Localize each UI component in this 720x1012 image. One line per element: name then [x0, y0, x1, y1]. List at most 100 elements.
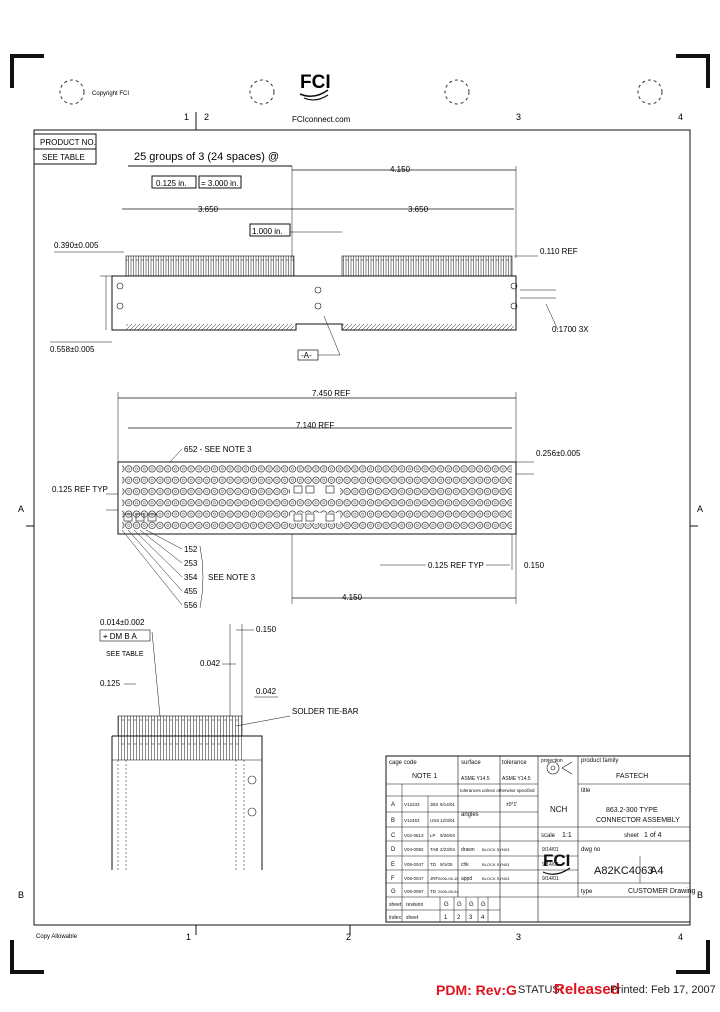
svg-text:9/14/01: 9/14/01 [542, 862, 559, 868]
svg-text:JBS: JBS [430, 802, 438, 807]
svg-text:1:1: 1:1 [562, 832, 572, 839]
see-table-note: SEE TABLE [106, 651, 144, 658]
svg-text:TAB: TAB [430, 847, 438, 852]
callout-152: 152 [184, 545, 198, 554]
dim-0150-plan: 0.150 [524, 561, 545, 570]
pdm-revision: PDM: Rev:G [436, 982, 517, 998]
svg-text:2/23/04: 2/23/04 [440, 847, 456, 852]
status-value: Released [554, 981, 620, 998]
height-bottom-dim: 0.558±0.005 [50, 345, 95, 354]
svg-text:A82KC4063: A82KC4063 [594, 865, 653, 877]
ref-7450: 7.450 REF [312, 389, 350, 398]
svg-text:revision: revision [406, 902, 423, 908]
dim-3650-right: 3.650 [408, 205, 429, 214]
zone-col-3-bottom: 3 [516, 932, 521, 942]
printed-date: Printed: Feb 17, 2007 [610, 984, 716, 996]
svg-text:appd: appd [461, 876, 472, 882]
svg-text:4: 4 [481, 915, 485, 921]
svg-text:NCH: NCH [550, 805, 568, 814]
svg-text:B: B [391, 818, 395, 824]
note-652: 652 - SEE NOTE 3 [184, 445, 252, 454]
svg-text:V02-0813: V02-0813 [404, 833, 424, 838]
see-note-3: SEE NOTE 3 [208, 573, 256, 582]
svg-text:BLOCK SYN03: BLOCK SYN03 [482, 847, 510, 852]
svg-text:FCI: FCI [300, 72, 331, 93]
copyright-text: Copyright FCI [92, 91, 129, 97]
dim-01700: 0.1700 3X [552, 325, 589, 334]
svg-text:3: 3 [469, 915, 473, 921]
svg-text:9/14/01: 9/14/01 [542, 876, 559, 882]
zone-col-4-top: 4 [678, 112, 683, 122]
dim-0014: 0.014±0.002 [100, 618, 145, 627]
svg-text:JRF: JRF [430, 876, 438, 881]
datum-a: -A- [301, 351, 312, 360]
svg-text:V12233: V12233 [404, 802, 420, 807]
svg-text:G: G [481, 902, 486, 908]
solder-tie-bar: SOLDER TIE-BAR [292, 707, 359, 716]
product-box: PRODUCT NO. SEE TABLE [33, 133, 97, 165]
footer-copy-note: Copy Allowable [36, 934, 78, 940]
svg-text:scale: scale [541, 833, 556, 839]
zone-col-4-bottom: 4 [678, 932, 683, 942]
svg-text:ASME Y14.5: ASME Y14.5 [502, 776, 531, 782]
svg-text:sheet: sheet [389, 902, 402, 908]
zone-col-1-top: 1 [184, 112, 189, 122]
plan-view: 7.450 REF 7.140 REF 652 - SEE NOTE 3 0.1… [52, 389, 581, 610]
svg-text:chk: chk [461, 862, 469, 868]
total-box: = 3.000 in. [201, 179, 239, 188]
svg-text:F: F [391, 876, 395, 882]
svg-text:G: G [457, 902, 462, 908]
dim-1000: 1.000 in. [252, 227, 283, 236]
svg-text:FCI: FCI [543, 851, 570, 870]
zone-row-b-left: B [18, 890, 24, 900]
dim-0150-side: 0.150 [256, 625, 277, 634]
callout-253: 253 [184, 559, 198, 568]
svg-text:index: index [389, 915, 401, 921]
svg-text:TD: TD [430, 889, 437, 894]
svg-text:9/26/03: 9/26/03 [440, 833, 456, 838]
dim-0042-b: 0.042 [256, 687, 277, 696]
svg-text:title: title [581, 788, 591, 794]
fci-logo-icon: FCI [299, 72, 331, 101]
callout-455: 455 [184, 587, 198, 596]
zone-col-2-bottom: 2 [346, 932, 351, 942]
svg-text:ASME Y14.5: ASME Y14.5 [461, 776, 490, 782]
svg-text:type: type [581, 889, 593, 895]
dim-0042-a: 0.042 [200, 659, 221, 668]
svg-text:1: 1 [444, 915, 448, 921]
svg-text:D: D [391, 847, 396, 853]
dim-3650-left: 3.650 [198, 205, 219, 214]
groups-note: 25 groups of 3 (24 spaces) @ [134, 151, 279, 163]
zone-row-a-left: A [18, 504, 24, 514]
svg-text:cage code: cage code [389, 760, 417, 766]
svg-text:9/14/01: 9/14/01 [542, 847, 559, 853]
svg-text:G: G [469, 902, 474, 908]
svg-text:tolerances unless otherwise sp: tolerances unless otherwise specified [460, 788, 535, 793]
svg-text:BLOCK SYN03: BLOCK SYN03 [482, 876, 510, 881]
dim-4150-plan: 4.150 [342, 593, 363, 602]
svg-text:G: G [444, 902, 449, 908]
svg-text:9/1/05: 9/1/05 [440, 862, 453, 867]
svg-text:863.2-300 TYPE: 863.2-300 TYPE [606, 807, 658, 814]
svg-text:±0°1': ±0°1' [506, 802, 517, 808]
svg-text:FASTECH: FASTECH [616, 773, 648, 780]
svg-text:surface: surface [461, 760, 481, 766]
svg-text:V04-0082: V04-0082 [404, 847, 424, 852]
zone-col-3-top: 3 [516, 112, 521, 122]
svg-text:dwg no: dwg no [581, 847, 601, 853]
drawing-border [33, 129, 691, 926]
svg-text:USS: USS [430, 818, 439, 823]
svg-text:CONNECTOR ASSEMBLY: CONNECTOR ASSEMBLY [596, 817, 680, 824]
dim-4150-top: 4.150 [390, 165, 411, 174]
crop-marks [10, 54, 710, 974]
side-view: 0.014±0.002 ⌖ DM B A SEE TABLE 0.150 0.0… [99, 618, 359, 870]
svg-text:angles: angles [461, 812, 479, 818]
svg-text:E: E [391, 862, 395, 868]
svg-text:PRODUCT NO.: PRODUCT NO. [40, 138, 96, 147]
title-block-text: cage code NOTE 1 surface ASME Y14.5 tole… [389, 758, 696, 921]
zone-row-a-right: A [697, 504, 703, 514]
svg-text:A4: A4 [650, 865, 663, 877]
svg-text:NOTE 1: NOTE 1 [412, 773, 437, 780]
svg-text:12/3/01: 12/3/01 [440, 818, 456, 823]
